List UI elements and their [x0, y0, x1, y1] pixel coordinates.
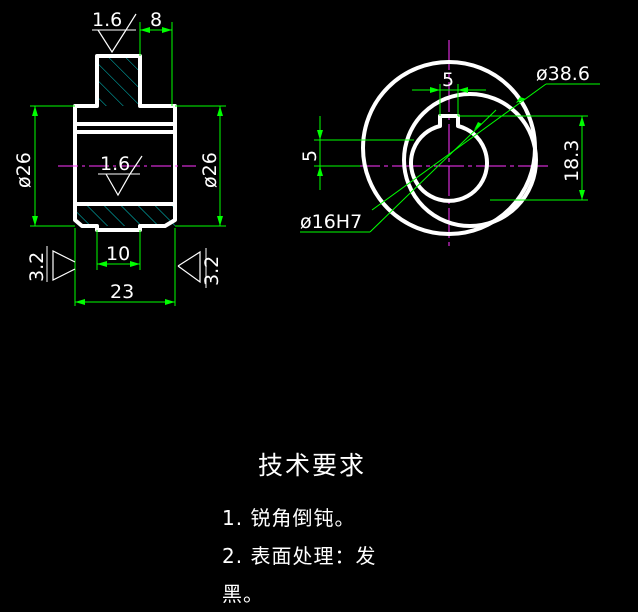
roughness-center: 1.6	[100, 153, 130, 175]
dim-keyway-width: 5	[442, 69, 454, 91]
roughness-top: 1.6	[92, 9, 122, 31]
right-end-view: 5 ø38.6 ø16H7 5 18.3	[299, 40, 600, 250]
dim-left-height: 5	[299, 150, 321, 162]
dim-bore: ø16H7	[300, 211, 362, 233]
roughness-left: 3.2	[26, 252, 48, 282]
arrowhead	[317, 130, 323, 140]
arrowhead	[474, 122, 482, 130]
arrowhead	[579, 116, 585, 126]
roughness-leg	[125, 13, 137, 31]
arrowhead	[317, 166, 323, 176]
notes-item-1: 1. 锐角倒钝。	[222, 506, 356, 530]
hub-circle	[402, 92, 538, 228]
body-hatch	[75, 204, 175, 226]
dim-overall-width: 23	[110, 281, 134, 303]
arrowhead	[165, 299, 175, 305]
roughness-symbol	[177, 250, 201, 284]
dim-outer-diameter: ø38.6	[536, 63, 590, 85]
roughness-symbol	[105, 173, 131, 197]
arrowhead	[217, 106, 223, 116]
arrowhead	[579, 190, 585, 200]
part-outline	[73, 54, 177, 232]
dim-right-height: 18.3	[561, 140, 583, 182]
roughness-symbol	[52, 250, 76, 281]
left-section-view: 8 1.6 1.6 ø26 ø26 10	[13, 9, 226, 306]
notes-title: 技术要求	[258, 451, 367, 480]
roughness-symbol	[97, 29, 127, 54]
arrowhead	[97, 261, 107, 267]
notes-item-3: 黑。	[222, 582, 264, 606]
arrowhead	[75, 299, 85, 305]
arrowhead	[430, 87, 440, 93]
arrowhead	[130, 261, 140, 267]
dim-left-diameter: ø26	[13, 152, 35, 188]
leader-line	[369, 109, 497, 233]
arrowhead	[516, 97, 526, 103]
arrowhead	[32, 106, 38, 116]
arrowhead	[32, 216, 38, 226]
roughness-leg	[129, 155, 143, 175]
notes-item-2: 2. 表面处理：发	[222, 544, 377, 568]
dim-bottom-inner: 10	[106, 243, 130, 265]
arrowhead	[162, 27, 172, 33]
roughness-right: 3.2	[201, 256, 223, 286]
hub-hatch	[97, 56, 140, 106]
dim-right-diameter: ø26	[199, 152, 221, 188]
bore-with-keyway	[409, 114, 489, 203]
arrowhead	[140, 27, 150, 33]
dim-top-width: 8	[150, 9, 162, 31]
leader-line	[371, 83, 547, 211]
arrowhead	[458, 87, 468, 93]
arrowhead	[217, 216, 223, 226]
